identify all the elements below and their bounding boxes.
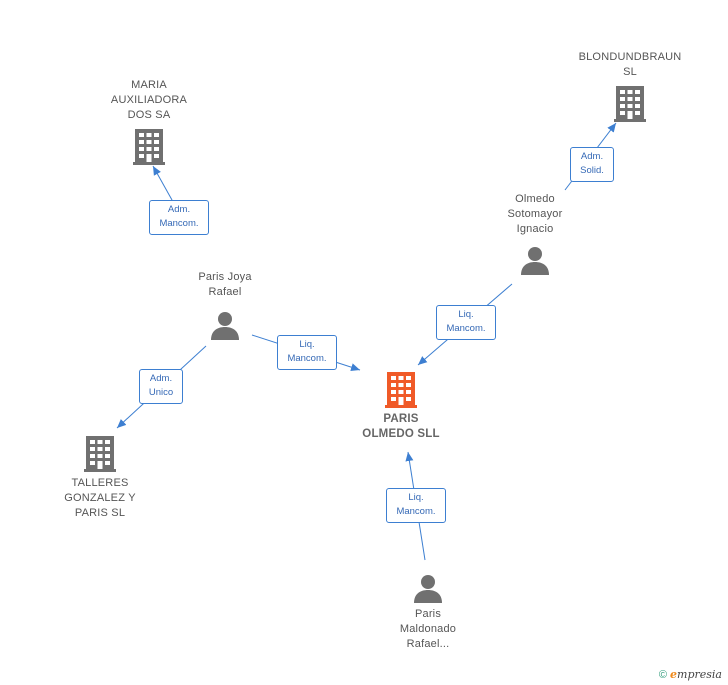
node-label: Paris Joya Rafael [198, 271, 252, 298]
node-olmedo-sotomayor-ignacio[interactable]: Olmedo Sotomayor Ignacio [480, 192, 590, 275]
building-icon [614, 86, 646, 122]
node-maria-auxiliadora[interactable]: MARIA AUXILIADORA DOS SA [94, 78, 204, 165]
edge-badge-paris-joya-center[interactable]: Liq. Mancom. [277, 335, 337, 370]
node-label: PARIS OLMEDO SLL [362, 413, 440, 440]
node-paris-joya-rafael[interactable]: Paris Joya Rafael [170, 270, 280, 340]
edge-badge-maldonado-center[interactable]: Liq. Mancom. [386, 488, 446, 523]
edge-paris-joya-to-maria [152, 165, 173, 201]
node-talleres-gonzalez[interactable]: TALLERES GONZALEZ Y PARIS SL [45, 436, 155, 521]
person-icon [414, 575, 442, 603]
edge-badge-olmedo-blond[interactable]: Adm. Solid. [570, 147, 614, 182]
building-icon [84, 436, 116, 472]
node-paris-maldonado-rafael[interactable]: Paris Maldonado Rafael... [373, 573, 483, 652]
node-blondundbraun[interactable]: BLONDUNDBRAUN SL [570, 50, 690, 122]
edge-badge-paris-joya-talleres[interactable]: Adm. Unico [139, 369, 183, 404]
node-label: MARIA AUXILIADORA DOS SA [110, 79, 188, 121]
brand-logo: empresia [670, 668, 722, 681]
edge-badge-paris-joya-maria[interactable]: Adm. Mancom. [149, 200, 209, 235]
building-icon [385, 372, 417, 408]
node-center-company[interactable]: PARIS OLMEDO SLL [346, 372, 456, 442]
building-icon [133, 129, 165, 165]
node-label: BLONDUNDBRAUN SL [578, 51, 682, 78]
copyright-symbol: © [658, 669, 667, 681]
node-label: Olmedo Sotomayor Ignacio [507, 193, 563, 235]
node-label: TALLERES GONZALEZ Y PARIS SL [64, 477, 136, 519]
edge-badge-olmedo-center[interactable]: Liq. Mancom. [436, 305, 496, 340]
person-icon [521, 247, 549, 275]
person-icon [211, 312, 239, 340]
footer-brand: © empresia [659, 668, 722, 681]
node-label: Paris Maldonado Rafael... [399, 608, 457, 650]
